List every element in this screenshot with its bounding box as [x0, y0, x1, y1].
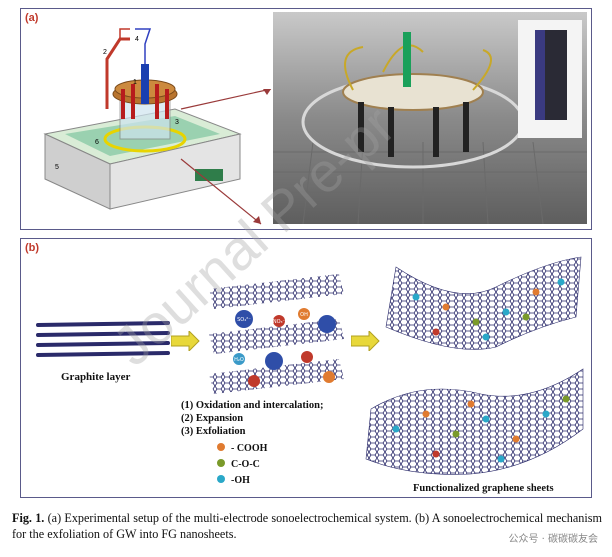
- num-6: 6: [95, 139, 99, 146]
- legend-cooh: - COOH: [217, 443, 267, 454]
- graphite-layers: [36, 321, 170, 357]
- panel-b: (b) Graphite layer SO₄²⁻: [20, 238, 592, 498]
- oh-dot: [217, 475, 225, 483]
- control-panel: [195, 169, 223, 181]
- panel-a-label: (a): [25, 12, 39, 24]
- ion-h2o: H₂O: [234, 357, 244, 363]
- ion-oh: OH: [300, 312, 308, 318]
- graphene-sheet-1: [385, 256, 582, 350]
- coc-dot: [217, 459, 225, 467]
- graphite-label: Graphite layer: [61, 371, 131, 383]
- ion-no3: NO₃⁻: [273, 319, 286, 325]
- figure-caption: Fig. 1. (a) Experimental setup of the mu…: [12, 510, 602, 542]
- source-badge: 公众号 · 碳碳碳友会: [508, 534, 598, 545]
- intercalated-sheets: SO₄²⁻ NO₃⁻ H₂O OH: [209, 274, 344, 394]
- connector-arrows: [180, 89, 272, 225]
- arrow-1: [171, 331, 200, 351]
- product-label: Functionalized graphene sheets: [413, 483, 554, 494]
- step-2: (2) Expansion: [181, 413, 244, 424]
- num-1: 1: [133, 79, 137, 86]
- num-4: 4: [135, 36, 139, 43]
- caption-fig-number: Fig. 1.: [12, 511, 45, 525]
- ion-so4: SO₄²⁻: [237, 317, 251, 323]
- cooh-dot: [217, 443, 225, 451]
- legend-coc: C-O-C: [217, 459, 260, 470]
- tank-front: [109, 133, 241, 210]
- setup-photo: [273, 12, 587, 224]
- panel-a: (a) 2 4 1 3 5 6: [20, 8, 592, 230]
- mechanism-steps: (1) Oxidation and intercalation; (2) Exp…: [181, 399, 323, 438]
- num-3: 3: [175, 119, 179, 126]
- step-3: (3) Exfoliation: [181, 426, 246, 437]
- legend-oh: -OH: [217, 475, 250, 486]
- step-1: (1) Oxidation and intercalation;: [181, 400, 324, 411]
- center-electrode: [141, 64, 149, 104]
- graphene-sheet-2: [365, 368, 584, 475]
- caption-text: (a) Experimental setup of the multi-elec…: [12, 511, 602, 541]
- arrow-2: [351, 331, 380, 351]
- electrodes: [121, 84, 169, 119]
- num-5: 5: [55, 164, 59, 171]
- num-2: 2: [103, 49, 107, 56]
- panel-b-label: (b): [25, 242, 40, 254]
- cell-schematic: 2 4 1 3 5 6: [43, 28, 242, 210]
